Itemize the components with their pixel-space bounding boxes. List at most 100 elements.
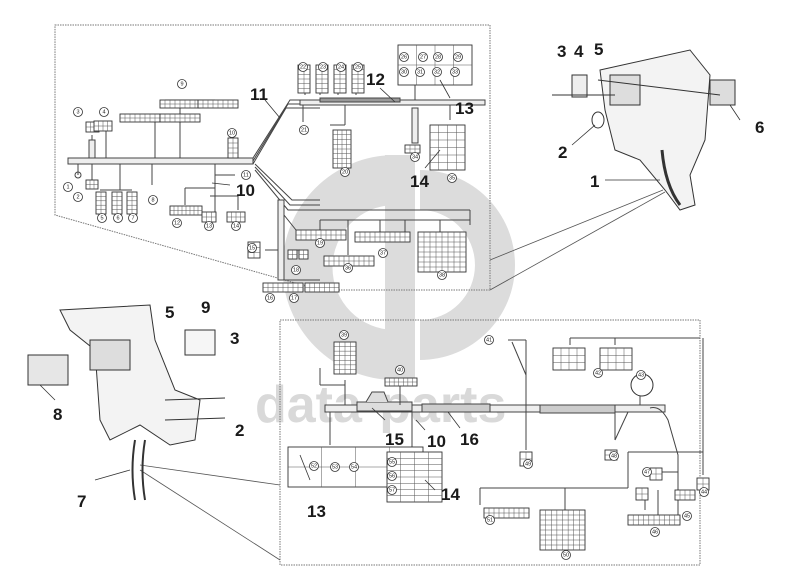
ref-marker-39-label: 39 bbox=[341, 332, 347, 338]
ref-marker-51-label: 51 bbox=[487, 517, 493, 523]
callout-14-top: 14 bbox=[410, 172, 429, 191]
callout-15: 15 bbox=[385, 430, 404, 449]
ref-marker-19-label: 19 bbox=[317, 240, 323, 246]
ref-marker-30-label: 30 bbox=[401, 69, 407, 75]
ref-marker-12: 12 bbox=[172, 218, 182, 228]
callout-2-bottom: 2 bbox=[235, 421, 244, 440]
ref-marker-9: 9 bbox=[177, 79, 187, 89]
ref-marker-31: 31 bbox=[415, 67, 425, 77]
ref-marker-29-label: 29 bbox=[455, 54, 461, 60]
ref-marker-13: 13 bbox=[204, 221, 214, 231]
callout-leaders bbox=[39, 79, 741, 491]
connector-top-3 bbox=[85, 179, 99, 190]
ref-marker-49: 49 bbox=[523, 459, 533, 469]
ref-marker-22-label: 22 bbox=[300, 64, 306, 70]
connector-blocks bbox=[85, 44, 710, 551]
ref-marker-24-label: 24 bbox=[338, 64, 344, 70]
callout-2-top: 2 bbox=[558, 143, 567, 162]
callout-7: 7 bbox=[77, 492, 86, 511]
callout-13-top: 13 bbox=[455, 99, 474, 118]
ref-marker-2: 2 bbox=[73, 192, 83, 202]
ref-marker-57-label: 57 bbox=[389, 487, 395, 493]
ref-marker-38-label: 38 bbox=[439, 272, 445, 278]
ref-marker-5: 5 bbox=[97, 213, 107, 223]
ref-marker-1: 1 bbox=[63, 182, 73, 192]
ref-marker-44-label: 44 bbox=[701, 489, 707, 495]
ref-marker-48-label: 48 bbox=[611, 453, 617, 459]
ref-marker-19: 19 bbox=[315, 238, 325, 248]
ref-marker-34-label: 34 bbox=[412, 154, 418, 160]
connector-top-7 bbox=[119, 113, 161, 123]
ref-marker-41-label: 41 bbox=[486, 337, 492, 343]
ref-marker-5-label: 5 bbox=[100, 215, 103, 221]
callout-6: 6 bbox=[755, 118, 764, 137]
connector-top-14 bbox=[226, 211, 246, 223]
ref-marker-12-label: 12 bbox=[174, 220, 180, 226]
connector-top-20 bbox=[397, 44, 473, 86]
ref-marker-24: 24 bbox=[336, 62, 346, 72]
watermark-logo-d bbox=[420, 170, 515, 360]
ref-marker-10: 10 bbox=[227, 128, 237, 138]
ref-marker-2-label: 2 bbox=[76, 194, 79, 200]
ref-marker-40-label: 40 bbox=[397, 367, 403, 373]
ref-marker-47: 47 bbox=[642, 467, 652, 477]
panel-leader-lines bbox=[139, 189, 666, 561]
ref-marker-44: 44 bbox=[699, 487, 709, 497]
ref-marker-46-label: 46 bbox=[652, 529, 658, 535]
connector-bottom-14 bbox=[539, 509, 586, 551]
ref-marker-52-label: 52 bbox=[311, 463, 317, 469]
ref-marker-28-label: 28 bbox=[435, 54, 441, 60]
ref-marker-26: 26 bbox=[399, 52, 409, 62]
ref-marker-15-label: 15 bbox=[249, 245, 255, 251]
ref-marker-11: 11 bbox=[241, 170, 251, 180]
ref-marker-10-label: 10 bbox=[229, 130, 235, 136]
watermark-logo-bar bbox=[385, 155, 415, 380]
callout-3-bottom: 3 bbox=[230, 329, 239, 348]
ref-marker-14: 14 bbox=[231, 221, 241, 231]
ref-marker-37: 37 bbox=[378, 248, 388, 258]
ref-marker-13-label: 13 bbox=[206, 223, 212, 229]
ref-marker-35: 35 bbox=[447, 173, 457, 183]
connector-top-13 bbox=[201, 211, 217, 223]
callout-3-top: 3 bbox=[557, 42, 566, 61]
ref-marker-18: 18 bbox=[291, 265, 301, 275]
ref-marker-50-label: 50 bbox=[563, 552, 569, 558]
ref-marker-17-label: 17 bbox=[291, 295, 297, 301]
ref-marker-57: 57 bbox=[387, 485, 397, 495]
callout-16: 16 bbox=[460, 430, 479, 449]
ref-marker-26-label: 26 bbox=[401, 54, 407, 60]
ref-marker-56-label: 56 bbox=[389, 473, 395, 479]
ref-marker-42-label: 42 bbox=[595, 370, 601, 376]
ref-marker-55: 55 bbox=[387, 457, 397, 467]
connector-top-9 bbox=[159, 99, 201, 109]
ref-marker-36: 36 bbox=[343, 263, 353, 273]
connector-bottom-15 bbox=[635, 487, 649, 501]
connector-top-29 bbox=[323, 255, 375, 267]
ref-marker-37-label: 37 bbox=[380, 250, 386, 256]
connector-bottom-2 bbox=[384, 377, 418, 387]
connector-top-8 bbox=[159, 113, 201, 123]
connector-top-19 bbox=[332, 129, 352, 169]
connector-bottom-9 bbox=[649, 467, 663, 481]
callout-5-bottom: 5 bbox=[165, 303, 174, 322]
ref-marker-52: 52 bbox=[309, 461, 319, 471]
connector-top-30 bbox=[354, 231, 411, 243]
ref-marker-43-label: 43 bbox=[638, 372, 644, 378]
ref-marker-49-label: 49 bbox=[525, 461, 531, 467]
ref-marker-27: 27 bbox=[418, 52, 428, 62]
ref-marker-32: 32 bbox=[432, 67, 442, 77]
ref-marker-8: 8 bbox=[148, 195, 158, 205]
ref-marker-39: 39 bbox=[339, 330, 349, 340]
ref-marker-31-label: 31 bbox=[417, 69, 423, 75]
ref-marker-3: 3 bbox=[73, 107, 83, 117]
ref-marker-29: 29 bbox=[453, 52, 463, 62]
ref-marker-36-label: 36 bbox=[345, 265, 351, 271]
ref-marker-47-label: 47 bbox=[644, 469, 650, 475]
ref-marker-30: 30 bbox=[399, 67, 409, 77]
ref-marker-18-label: 18 bbox=[293, 267, 299, 273]
ref-marker-46: 46 bbox=[650, 527, 660, 537]
ref-marker-33: 33 bbox=[450, 67, 460, 77]
